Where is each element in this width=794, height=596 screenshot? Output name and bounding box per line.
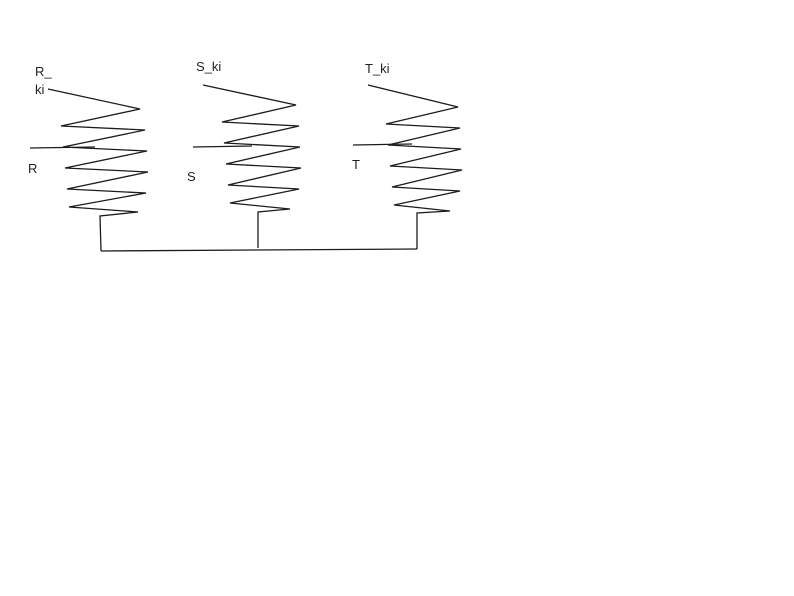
label-phase-t: T	[352, 156, 360, 174]
label-phase-r-text: R	[28, 161, 38, 176]
label-r-ki: R_ ki	[35, 63, 52, 99]
label-phase-s-text: S	[187, 169, 196, 184]
label-r-ki-line1: R_	[35, 64, 52, 79]
label-t-ki: T_ki	[365, 60, 390, 78]
label-phase-s: S	[187, 168, 196, 186]
coil-r-winding	[47, 88, 149, 252]
neutral-bus	[100, 248, 418, 252]
tap-line-s	[192, 145, 253, 148]
coil-s-winding	[202, 84, 302, 248]
tap-line-t	[352, 143, 413, 146]
label-s-ki-text: S_ki	[196, 59, 222, 74]
label-t-ki-text: T_ki	[365, 61, 390, 76]
label-phase-t-text: T	[352, 157, 360, 172]
label-s-ki: S_ki	[196, 58, 221, 76]
tap-line-r	[29, 146, 96, 149]
label-phase-r: R	[28, 160, 37, 178]
label-r-ki-line2: ki	[35, 82, 45, 97]
coil-t-winding	[367, 84, 463, 249]
